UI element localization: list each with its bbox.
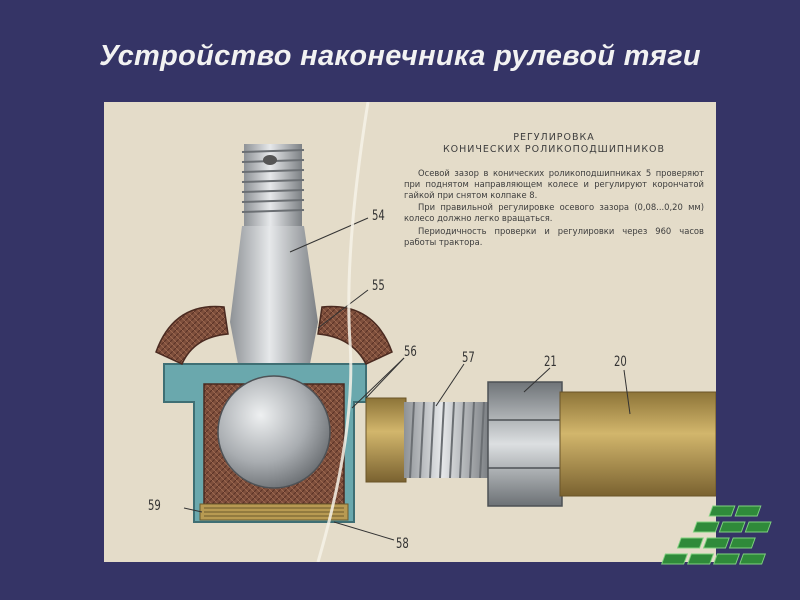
- poster-text-block: РЕГУЛИРОВКА КОНИЧЕСКИХ РОЛИКОПОДШИПНИКОВ…: [404, 132, 704, 250]
- poster-heading: РЕГУЛИРОВКА КОНИЧЕСКИХ РОЛИКОПОДШИПНИКОВ: [404, 132, 704, 156]
- poster-paragraph-1: Осевой зазор в конических роликоподшипни…: [404, 168, 704, 200]
- callout-57: 57: [462, 350, 475, 366]
- poster-paragraph-2: При правильной регулировке осевого зазор…: [404, 202, 704, 224]
- green-lattice-decoration-icon: [661, 505, 772, 565]
- callout-21: 21: [544, 354, 557, 370]
- tie-rod-end-illustration: [104, 102, 716, 562]
- callout-59: 59: [148, 498, 161, 514]
- technical-poster: РЕГУЛИРОВКА КОНИЧЕСКИХ РОЛИКОПОДШИПНИКОВ…: [104, 102, 716, 562]
- hex-nut: [487, 381, 563, 507]
- callout-54: 54: [372, 208, 385, 224]
- tie-rod-tube: [559, 391, 716, 497]
- poster-heading-line1: РЕГУЛИРОВКА: [513, 132, 595, 143]
- callout-20: 20: [614, 354, 627, 370]
- callout-55: 55: [372, 278, 385, 294]
- slide-title: Устройство наконечника рулевой тяги: [99, 40, 701, 72]
- ball: [217, 375, 331, 489]
- poster-heading-line2: КОНИЧЕСКИХ РОЛИКОПОДШИПНИКОВ: [442, 144, 666, 155]
- poster-paragraph-3: Периодичность проверки и регулировки чер…: [404, 225, 704, 247]
- callout-56: 56: [404, 344, 417, 360]
- callout-58: 58: [396, 536, 409, 552]
- ball-stud: [230, 144, 318, 364]
